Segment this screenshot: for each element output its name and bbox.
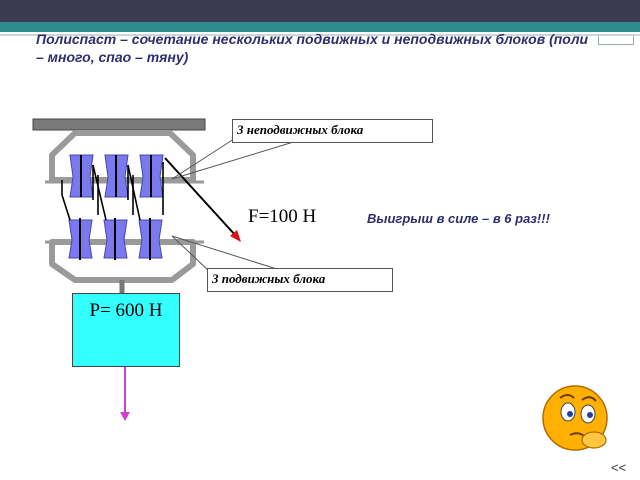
movable-callout-line-a [171, 235, 211, 273]
thinking-face-icon [542, 385, 608, 451]
header-divider [0, 34, 640, 36]
force-value: F=100 Н [248, 206, 317, 227]
ceiling-beam [32, 118, 206, 131]
accent-bar [0, 22, 640, 32]
fixed-pulley-3 [139, 154, 164, 198]
slide-title: Полиспаст – сочетание нескольких подвижн… [36, 31, 589, 65]
fixed-callout-line-b [171, 139, 301, 180]
corner-decoration [598, 36, 634, 45]
movable-pulley-2 [103, 218, 128, 260]
fixed-callout-line-a [171, 136, 238, 180]
fixed-pulley-1 [69, 154, 94, 198]
movable-callout-line-b [171, 235, 281, 271]
weight-value: P= 600 Н [89, 300, 163, 321]
load-box: P= 600 Н [72, 293, 180, 367]
top-bar [0, 0, 640, 22]
fixed-blocks-label: 3 неподвижных блока [232, 119, 433, 143]
force-gain-text: Выигрыш в силе – в 6 раз!!! [367, 211, 550, 226]
rope [61, 162, 164, 221]
fixed-frame [49, 130, 196, 183]
fixed-pulley-2 [104, 154, 129, 198]
back-nav-link[interactable]: << [611, 460, 627, 475]
movable-blocks-label: 3 подвижных блока [207, 268, 393, 292]
movable-pulley-1 [68, 218, 93, 260]
movable-pulley-3 [138, 218, 163, 260]
force-arrow [164, 157, 241, 242]
